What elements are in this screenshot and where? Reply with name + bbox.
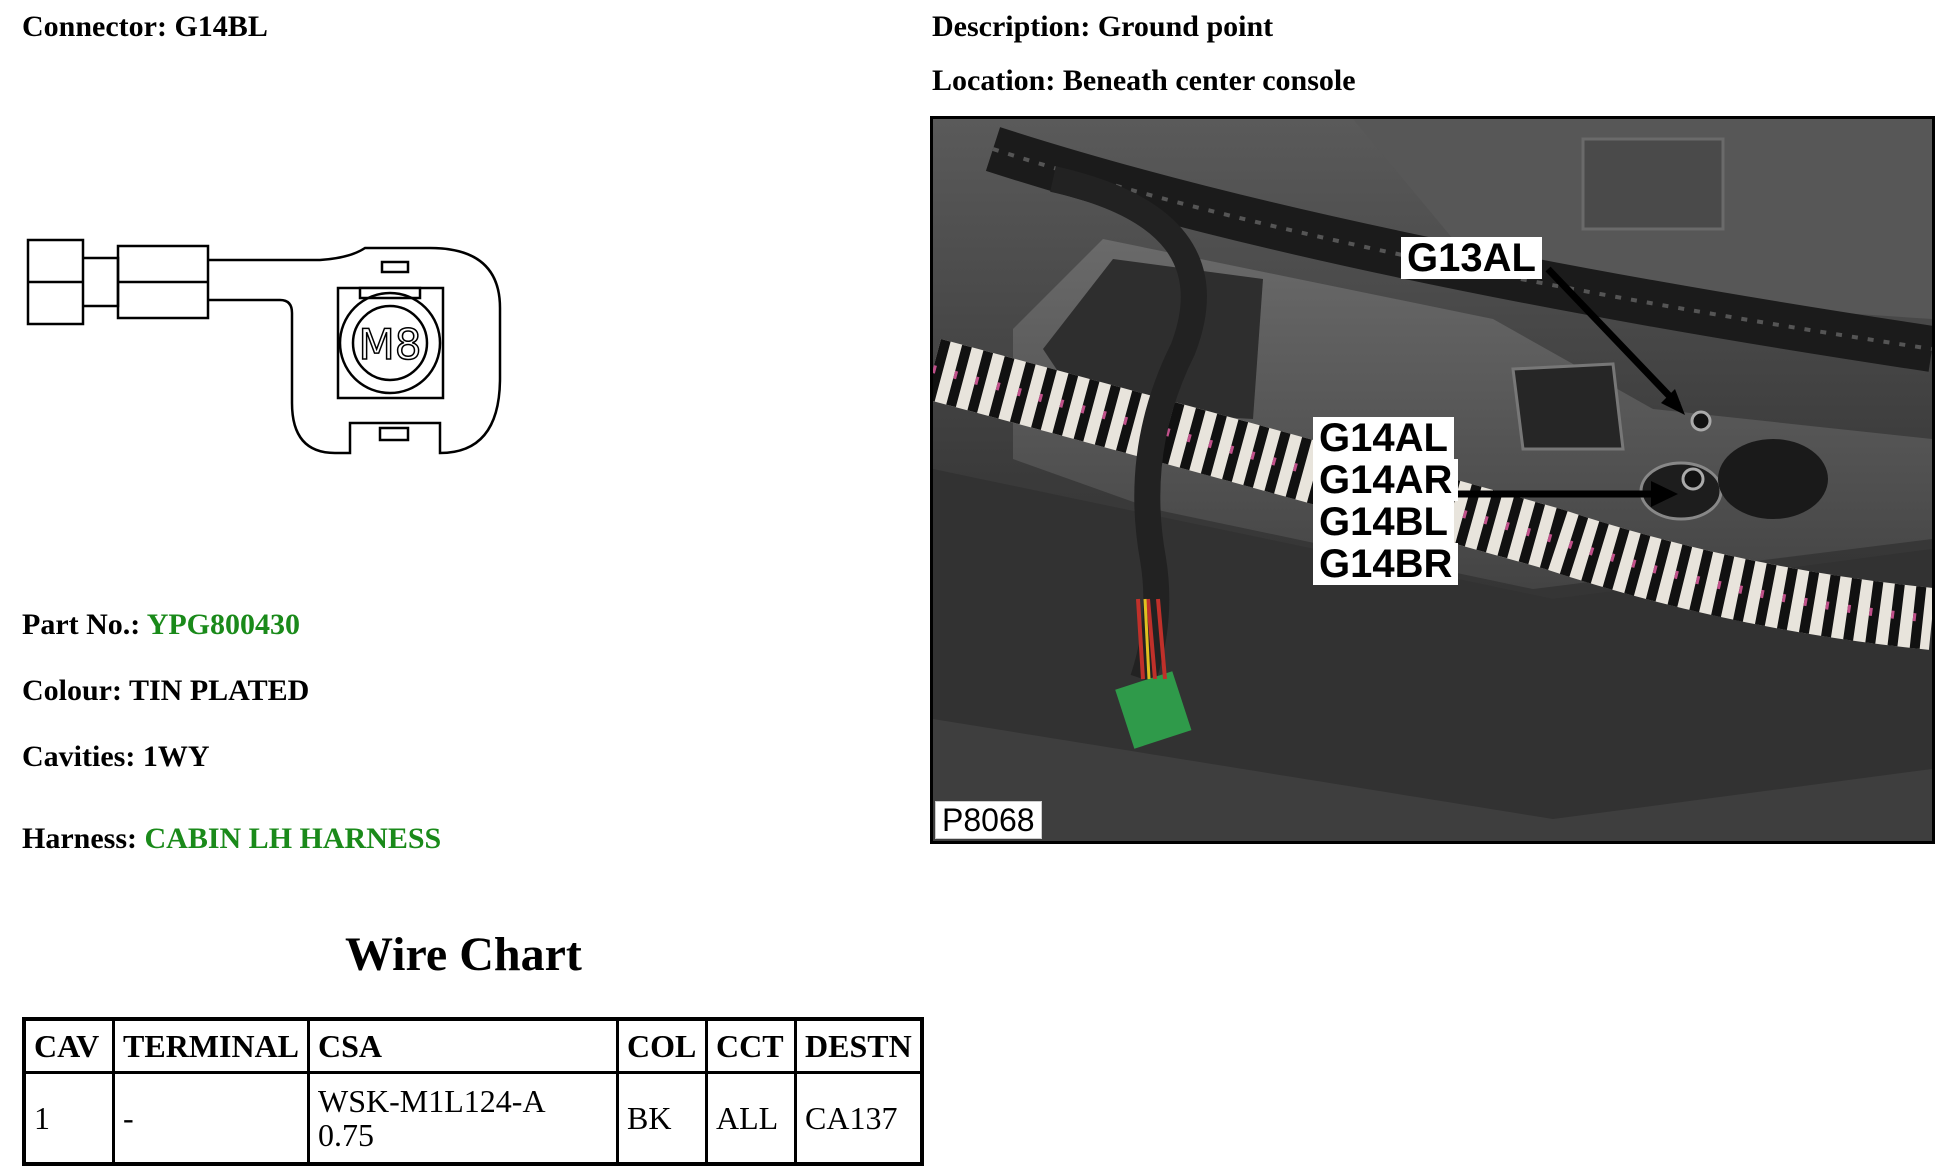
harness-field: Harness: CABIN LH HARNESS: [22, 822, 441, 856]
connector-value: G14BL: [174, 10, 268, 43]
cell-csa-line1: WSK-M1L124-A: [318, 1083, 546, 1119]
cavities-value: 1WY: [142, 740, 210, 773]
location-value: Beneath center console: [1062, 64, 1356, 97]
callout-g14br: G14BR: [1313, 543, 1459, 585]
description-label: Description:: [932, 10, 1091, 43]
part-no-link[interactable]: YPG800430: [146, 608, 301, 641]
wire-chart-table: CAV TERMINAL CSA COL CCT DESTN 1 - WSK-M…: [22, 1017, 924, 1166]
cell-terminal: -: [111, 1071, 311, 1166]
connector-drawing: M8: [20, 228, 510, 468]
description-value: Ground point: [1097, 10, 1274, 43]
description-field: Description: Ground point: [932, 10, 1273, 44]
harness-label: Harness:: [22, 822, 137, 855]
colour-field: Colour: TIN PLATED: [22, 674, 309, 708]
wire-chart-title: Wire Chart: [345, 928, 582, 981]
cell-destn: CA137: [794, 1071, 924, 1166]
part-no-field: Part No.: YPG800430: [22, 608, 300, 642]
cell-csa: WSK-M1L124-A 0.75: [307, 1071, 620, 1166]
location-label: Location:: [932, 64, 1056, 97]
callout-g14ar: G14AR: [1313, 459, 1459, 501]
figure-id: P8068: [935, 801, 1042, 839]
table-header-row: CAV TERMINAL CSA COL CCT DESTN: [22, 1017, 924, 1074]
callout-g14al: G14AL: [1313, 417, 1454, 459]
connector-field: Connector: G14BL: [22, 10, 268, 44]
location-field: Location: Beneath center console: [932, 64, 1356, 98]
cavities-label: Cavities:: [22, 740, 136, 773]
header-terminal: TERMINAL: [111, 1017, 311, 1074]
terminal-size-text: M8: [359, 320, 422, 369]
cell-cct: ALL: [705, 1071, 798, 1166]
callout-g14bl: G14BL: [1313, 501, 1454, 543]
connector-label: Connector:: [22, 10, 167, 43]
colour-label: Colour:: [22, 674, 122, 707]
cell-cav: 1: [22, 1071, 115, 1166]
part-no-label: Part No.:: [22, 608, 141, 641]
cavities-field: Cavities: 1WY: [22, 740, 209, 774]
table-row: 1 - WSK-M1L124-A 0.75 BK ALL CA137: [22, 1071, 924, 1166]
callout-g13al: G13AL: [1401, 237, 1542, 279]
header-destn: DESTN: [794, 1017, 924, 1074]
location-photo: G13AL G14AL G14AR G14BL G14BR P8068: [930, 116, 1935, 844]
cell-col: BK: [616, 1071, 709, 1166]
colour-value: TIN PLATED: [128, 674, 310, 707]
harness-link[interactable]: CABIN LH HARNESS: [144, 822, 442, 855]
header-csa: CSA: [307, 1017, 620, 1074]
header-cct: CCT: [705, 1017, 798, 1074]
header-col: COL: [616, 1017, 709, 1074]
cell-csa-line2: 0.75: [318, 1117, 375, 1153]
header-cav: CAV: [22, 1017, 115, 1074]
